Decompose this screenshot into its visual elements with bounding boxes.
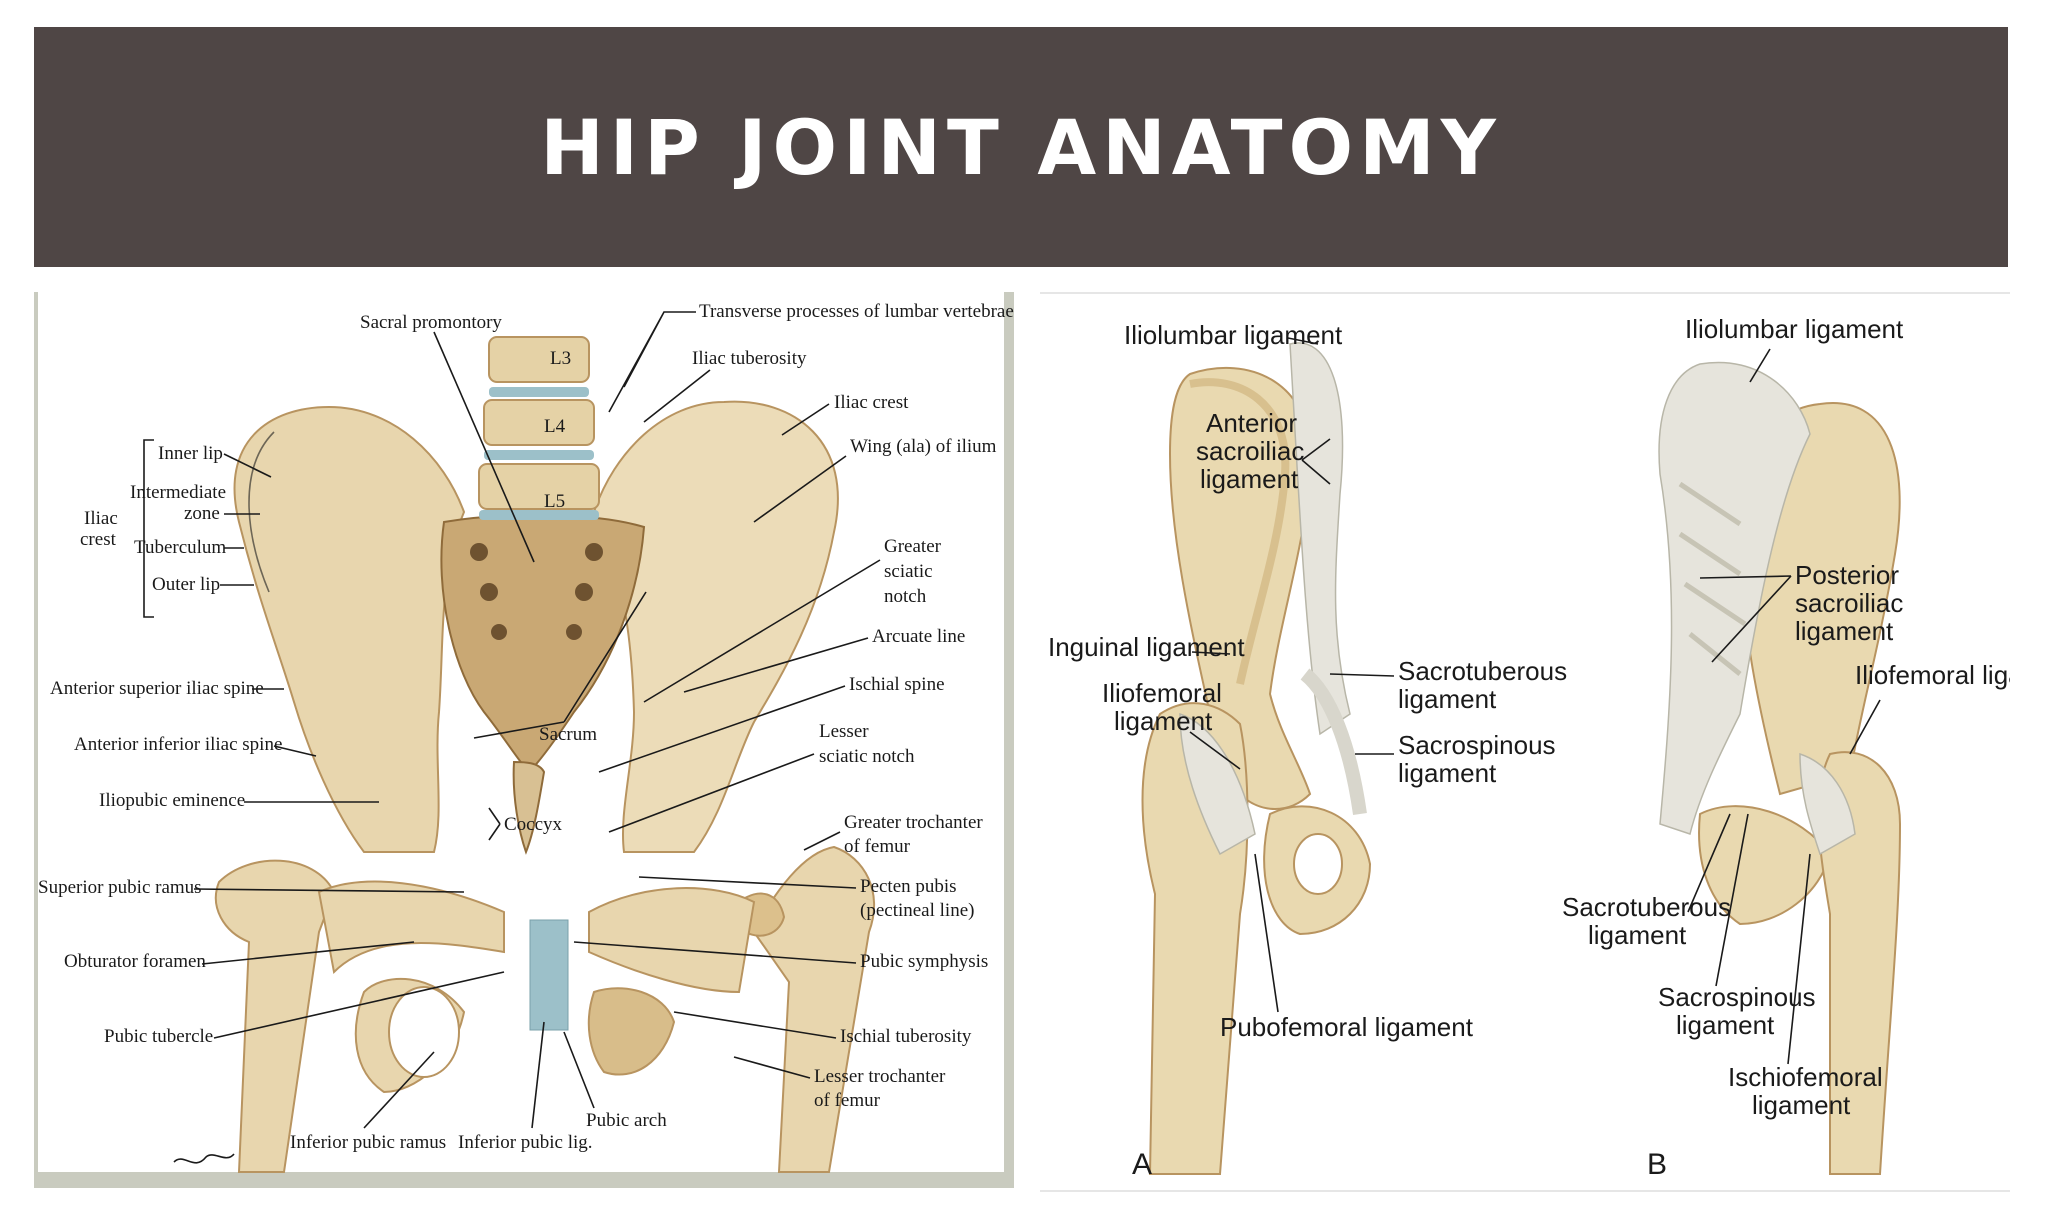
- label-inferior-pubic-lig: Inferior pubic lig.: [458, 1132, 593, 1153]
- a-label-anterior-si-3: ligament: [1200, 464, 1299, 494]
- a-label-iliofemoral-2: ligament: [1114, 706, 1213, 736]
- label-inferior-pubic-ramus: Inferior pubic ramus: [290, 1132, 446, 1153]
- a-label-iliofemoral-1: Iliofemoral: [1102, 678, 1222, 708]
- label-transverse-processes: Transverse processes of lumbar vertebrae: [699, 301, 1014, 322]
- label-pubic-symphysis: Pubic symphysis: [860, 951, 988, 972]
- b-label-posterior-si-2: sacroiliac: [1795, 588, 1903, 618]
- pelvis-illustration: Iliac crest L3 L4 L5 Sacral promontory T…: [38, 292, 1014, 1173]
- label-obturator-foramen: Obturator foramen: [64, 951, 206, 972]
- a-label-anterior-si-1: Anterior: [1206, 408, 1297, 438]
- iliac-crest-bracket-label-2: crest: [80, 529, 117, 550]
- a-label-sacrotuberous-2: ligament: [1398, 684, 1497, 714]
- label-greater-sciatic-notch-2: sciatic: [884, 561, 933, 582]
- a-label-sacrospinous-2: ligament: [1398, 758, 1497, 788]
- label-coccyx: Coccyx: [504, 814, 563, 835]
- b-label-iliolumbar: Iliolumbar ligament: [1685, 314, 1904, 344]
- a-label-sacrospinous-1: Sacrospinous: [1398, 730, 1556, 760]
- label-greater-sciatic-notch-3: notch: [884, 586, 927, 607]
- a-label-iliolumbar: Iliolumbar ligament: [1124, 320, 1343, 350]
- label-superior-pubic-ramus: Superior pubic ramus: [38, 877, 202, 898]
- label-inner-lip: Inner lip: [158, 443, 223, 464]
- iliac-crest-bracket-label-1: Iliac: [84, 508, 118, 529]
- label-asis: Anterior superior iliac spine: [50, 678, 264, 699]
- label-lesser-trochanter-1: Lesser trochanter: [814, 1066, 946, 1087]
- label-outer-lip: Outer lip: [152, 574, 220, 595]
- label-greater-trochanter-1: Greater trochanter: [844, 812, 983, 833]
- a-label-anterior-si-2: sacroiliac: [1196, 436, 1304, 466]
- label-greater-trochanter-2: of femur: [844, 836, 911, 857]
- b-label-sacrospinous-2: ligament: [1676, 1010, 1775, 1040]
- b-label-ischiofemoral-1: Ischiofemoral: [1728, 1062, 1883, 1092]
- label-lesser-sciatic-notch-2: sciatic notch: [819, 746, 915, 767]
- b-label-sacrospinous-1: Sacrospinous: [1658, 982, 1816, 1012]
- label-ischial-spine: Ischial spine: [849, 674, 945, 695]
- vertebra-label-l3: L3: [550, 348, 571, 369]
- slide-title: HIP JOINT ANATOMY: [540, 102, 1502, 192]
- label-lesser-trochanter-2: of femur: [814, 1090, 881, 1111]
- label-arcuate-line: Arcuate line: [872, 626, 965, 647]
- label-wing-of-ilium: Wing (ala) of ilium: [850, 436, 997, 457]
- b-label-iliofemoral: Iliofemoral ligament: [1855, 660, 2010, 690]
- label-pubic-arch: Pubic arch: [586, 1110, 667, 1131]
- b-label-posterior-si-3: ligament: [1795, 616, 1894, 646]
- label-iliac-tuberosity: Iliac tuberosity: [692, 348, 807, 369]
- label-sacrum: Sacrum: [539, 724, 597, 745]
- title-bar: HIP JOINT ANATOMY: [34, 27, 2008, 267]
- b-label-sacrotuberous-2: ligament: [1588, 920, 1687, 950]
- label-lesser-sciatic-notch-1: Lesser: [819, 721, 869, 742]
- label-iliopubic-eminence: Iliopubic eminence: [99, 790, 245, 811]
- a-label-inguinal: Inguinal ligament: [1048, 632, 1245, 662]
- label-pubic-tubercle: Pubic tubercle: [104, 1026, 213, 1047]
- vertebra-label-l5: L5: [544, 491, 565, 512]
- hip-ligaments-diagram: Iliolumbar ligament Anterior sacroiliac …: [1040, 292, 2010, 1192]
- label-intermediate-zone-2: zone: [184, 503, 220, 524]
- b-label-ischiofemoral-2: ligament: [1752, 1090, 1851, 1120]
- label-greater-sciatic-notch-1: Greater: [884, 536, 942, 557]
- label-pecten-pubis-1: Pecten pubis: [860, 876, 957, 897]
- label-tuberculum: Tuberculum: [134, 537, 226, 558]
- pelvis-bones-diagram: Iliac crest L3 L4 L5 Sacral promontory T…: [34, 292, 1014, 1188]
- view-b-label: B: [1647, 1148, 1667, 1181]
- a-label-pubofemoral: Pubofemoral ligament: [1220, 1012, 1474, 1042]
- label-pecten-pubis-2: (pectineal line): [860, 900, 974, 921]
- ligaments-illustration: Iliolumbar ligament Anterior sacroiliac …: [1048, 314, 2010, 1181]
- label-ischial-tuberosity: Ischial tuberosity: [840, 1026, 972, 1047]
- label-aiis: Anterior inferior iliac spine: [74, 734, 282, 755]
- vertebra-label-l4: L4: [544, 416, 566, 437]
- a-label-sacrotuberous-1: Sacrotuberous: [1398, 656, 1567, 686]
- label-sacral-promontory: Sacral promontory: [360, 312, 502, 333]
- label-iliac-crest: Iliac crest: [834, 392, 909, 413]
- label-intermediate-zone-1: Intermediate: [130, 482, 226, 503]
- view-a-label: A: [1132, 1148, 1152, 1181]
- b-label-sacrotuberous-1: Sacrotuberous: [1562, 892, 1731, 922]
- b-label-posterior-si-1: Posterior: [1795, 560, 1899, 590]
